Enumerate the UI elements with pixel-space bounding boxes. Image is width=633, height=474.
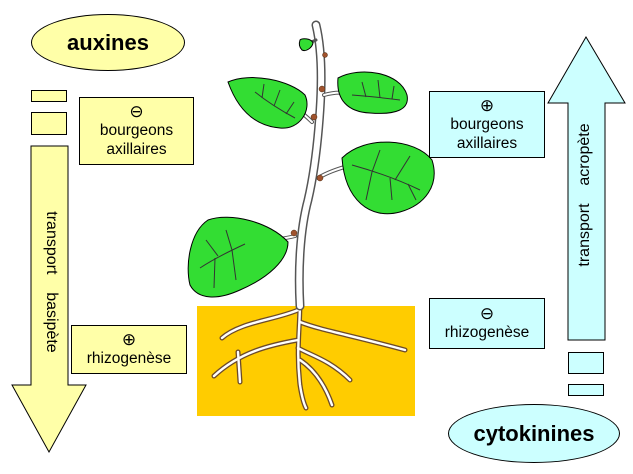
stem [294,20,326,311]
inhibit-symbol-cyto: ⊖ [479,304,495,323]
auxin-bourgeons-line2: axillaires [106,141,167,158]
cyto-bourgeons-line1: bourgeons [450,115,524,133]
leaf-upper-right [337,71,408,114]
acropetal-word1: transport [576,203,593,267]
cytokinin-bar-small [568,384,604,396]
petioles [243,38,354,246]
basipetal-word2: basipète [43,292,60,353]
auxin-bourgeons-box: ⊖ bourgeons axillaires [79,97,194,165]
cytokinin-bar-medium [568,352,604,374]
basipetal-word1: transport [43,211,60,275]
cytokinin-rhizogenese-box: ⊖ rhizogenèse [429,298,545,349]
auxin-bar-medium [31,112,67,135]
leaves [187,38,435,298]
cytokinin-bourgeons-box: ⊕ bourgeons axillaires [429,91,545,158]
auxines-title: auxines [31,14,185,71]
auxin-rhizogenese-label: rhizogenèse [86,350,172,367]
leaf-tip [298,38,314,51]
cyto-bourgeons-line2: axillaires [456,134,518,152]
basipetal-arrow [11,145,87,454]
cyto-rhizogenese-label: rhizogenèse [444,324,530,341]
auxin-bar-small [31,90,67,102]
auxines-title-text: auxines [67,29,149,55]
acropetal-arrow [547,36,626,341]
promote-symbol: ⊕ [121,330,137,349]
axillary-buds [290,52,328,237]
basipetal-transport-label: transport basipète [40,202,60,362]
leaf-upper-left [227,77,308,129]
auxin-bourgeons-line1: bourgeons [99,122,174,139]
promote-symbol-cyto: ⊕ [479,95,495,115]
acropetal-word2: acropète [576,123,593,186]
cytokinines-title: cytokinines [448,404,620,463]
leaf-middle-right [341,141,435,215]
cytokinines-title-text: cytokinines [473,420,595,446]
inhibit-symbol: ⊖ [129,102,144,121]
leaf-lower-left [187,216,289,298]
auxin-rhizogenese-box: ⊕ rhizogenèse [71,325,187,374]
acropetal-transport-label: transport acropète [576,115,596,275]
